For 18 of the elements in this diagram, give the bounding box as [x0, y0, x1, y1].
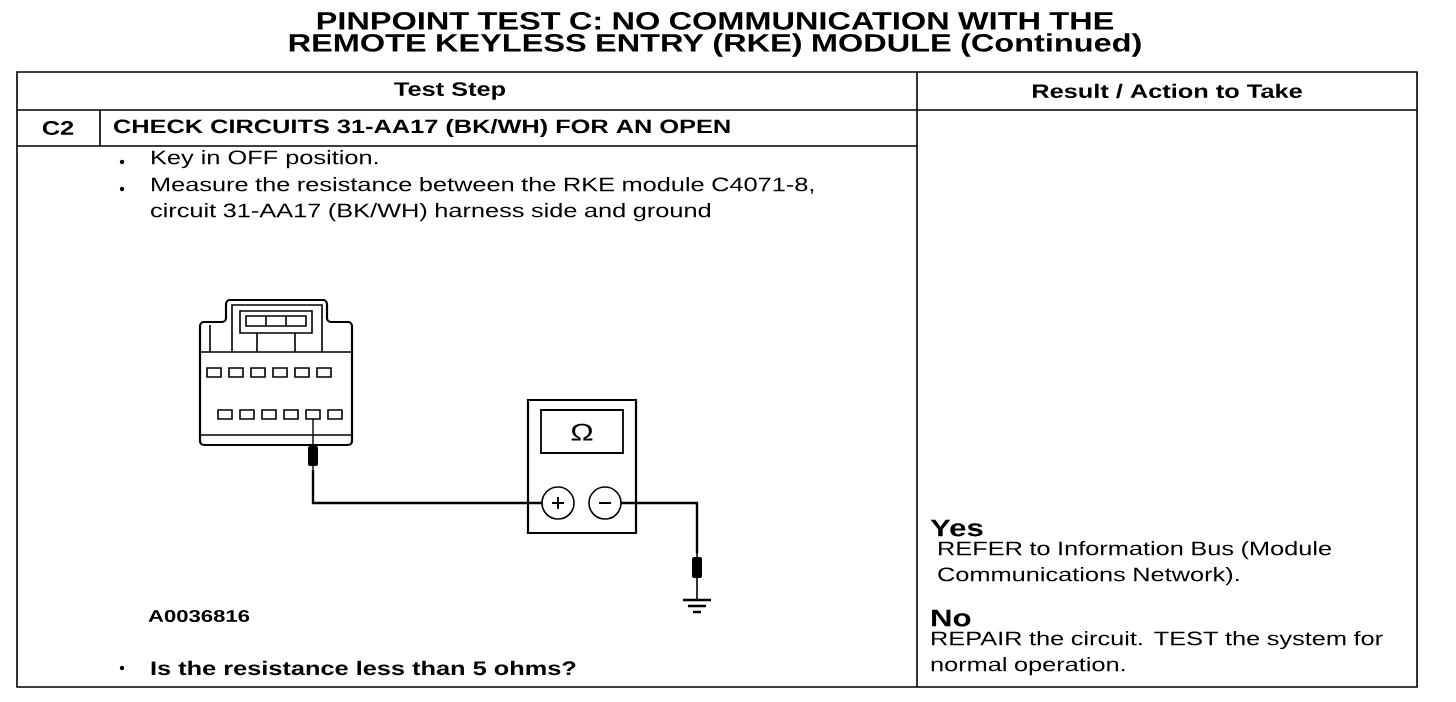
action-text: REFER to Information Bus (Module Communications Network). [938, 541, 1331, 586]
figure-code: A0036816 [148, 610, 250, 623]
result-heading: No [932, 609, 971, 627]
instruction-text: Key in OFF position. [152, 150, 378, 169]
step-number: C2 [42, 121, 74, 135]
wire [311, 470, 528, 505]
result-heading: Yes [930, 519, 983, 537]
ground-drawing [681, 552, 713, 614]
wire [636, 501, 699, 553]
step-heading: CHECK CIRCUITS 31-AA17 (BK/WH) FOR AN OPEN [114, 118, 730, 138]
column-header: Test Step [394, 82, 506, 100]
column-header: Result / Action to Take [1033, 83, 1302, 99]
question-text: Is the resistance less than 5 ohms? [151, 660, 576, 676]
connector-drawing [198, 298, 354, 471]
action-text: REPAIR the circuit. TEST the system for normal operation. [931, 631, 1383, 676]
title: PINPOINT TEST C: NO COMMUNICATION WITH THE REMOTE KEYLESS ENTRY (RKE) MODULE (Continued) [289, 12, 1141, 57]
multimeter-drawing: Ω [526, 398, 638, 535]
instruction-text: Measure the resistance between the RKE module C4071-8, circuit 31-AA17 (BK/WH) harness side and ground [151, 177, 814, 222]
